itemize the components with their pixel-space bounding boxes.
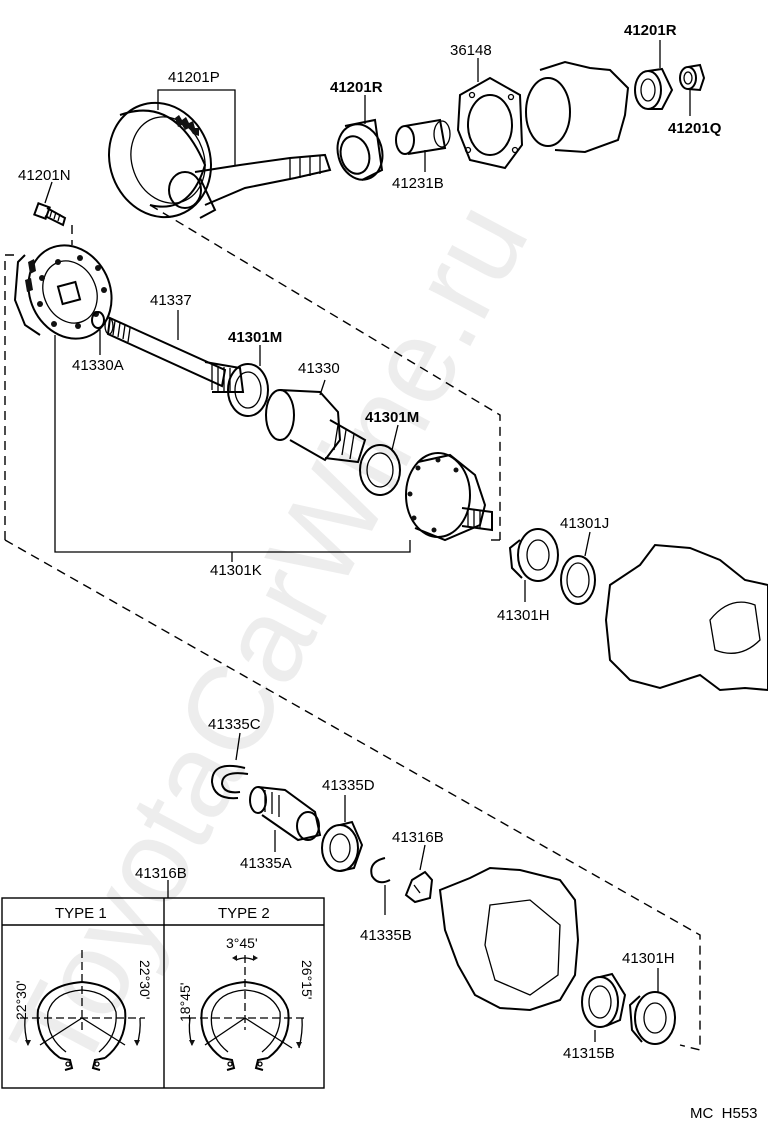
label-41201R-b: 41201R xyxy=(624,22,677,39)
label-41330A: 41330A xyxy=(72,357,124,374)
differential-case-left xyxy=(13,244,113,340)
label-41335D: 41335D xyxy=(322,777,375,794)
ring-gear-pinion xyxy=(107,101,332,219)
nut-41201Q xyxy=(679,63,706,92)
label-41201N: 41201N xyxy=(18,167,71,184)
watermark: ToyotaCarWine.ru xyxy=(0,181,554,1092)
label-41301M-a: 41301M xyxy=(228,329,282,346)
bolt-41201N xyxy=(33,202,67,227)
label-41335C: 41335C xyxy=(208,716,261,733)
label-41337: 41337 xyxy=(150,292,192,309)
shim-41301J xyxy=(560,555,596,605)
washer-41301M-a xyxy=(227,363,269,417)
label-41201Q: 41201Q xyxy=(668,120,722,137)
snap-ring-41335B xyxy=(370,857,391,884)
label-41301K: 41301K xyxy=(210,562,262,579)
label-41301H-b: 41301H xyxy=(622,950,675,967)
footer-code: MC H553 xyxy=(690,1105,758,1122)
type1-header: TYPE 1 xyxy=(55,905,107,922)
leader-41201P xyxy=(157,89,236,165)
bearing-41201R-a xyxy=(336,118,384,181)
type2-header: TYPE 2 xyxy=(218,905,270,922)
differential-case-right xyxy=(405,452,493,542)
assembly-dashed-lines xyxy=(4,204,701,1051)
type2-left-angle: 18°45' xyxy=(177,983,193,1022)
snap-ring-41330A xyxy=(91,311,105,329)
type-table: TYPE 1 TYPE 2 22°30' 22°30' xyxy=(1,897,325,1089)
label-41201P: 41201P xyxy=(168,69,220,86)
washer-41301M-b xyxy=(359,444,401,496)
bearing-41301H-b xyxy=(628,991,676,1045)
clip-41316B xyxy=(404,870,434,904)
type2-right-angle: 26°15' xyxy=(299,960,315,999)
label-41315B: 41315B xyxy=(563,1045,615,1062)
bearing-41201R-b xyxy=(634,67,674,110)
label-41335B: 41335B xyxy=(360,927,412,944)
seal-41315B xyxy=(581,972,627,1028)
label-41301M-b: 41301M xyxy=(365,409,419,426)
type2-ring xyxy=(188,955,305,1071)
bearing-41335D xyxy=(321,820,364,872)
label-41335A: 41335A xyxy=(240,855,292,872)
label-41316B-b: 41316B xyxy=(135,865,187,882)
label-41301J: 41301J xyxy=(560,515,609,532)
label-41231B: 41231B xyxy=(392,175,444,192)
gear-shaft-41335A xyxy=(249,786,322,842)
label-41201R-a: 41201R xyxy=(330,79,383,96)
label-41301H-a: 41301H xyxy=(497,607,550,624)
gear-41330 xyxy=(265,389,367,464)
gasket-36148 xyxy=(456,76,524,170)
type1-left-angle: 22°30' xyxy=(13,981,29,1020)
label-41330: 41330 xyxy=(298,360,340,377)
bearing-41301H-a xyxy=(508,528,559,582)
spacer-41231B xyxy=(395,118,451,155)
case-fragment-top xyxy=(525,60,630,154)
snap-ring-41335C xyxy=(210,764,249,800)
type1-right-angle: 22°30' xyxy=(137,960,153,999)
type2-top-angle: 3°45' xyxy=(226,935,258,951)
case-fragment-bottom xyxy=(438,866,580,1012)
label-41316B-a: 41316B xyxy=(392,829,444,846)
shaft-41337 xyxy=(104,316,245,393)
type1-ring xyxy=(20,950,145,1071)
label-36148: 36148 xyxy=(450,42,492,59)
case-fragment-right xyxy=(604,543,768,692)
